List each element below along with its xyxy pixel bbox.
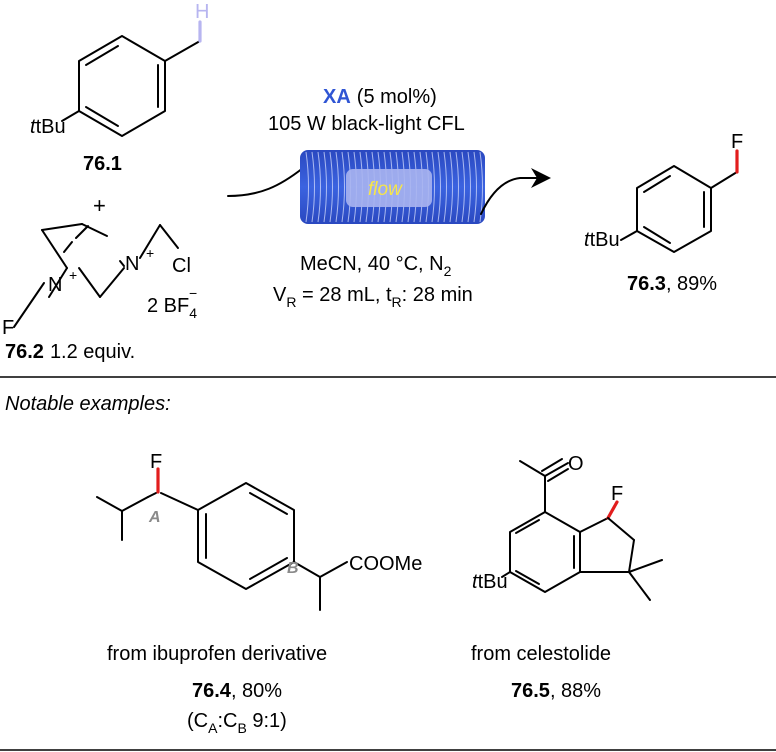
- ex1-f-label: F: [150, 451, 162, 473]
- plus-sign: +: [93, 193, 106, 218]
- ex1-label-a: A: [148, 509, 161, 526]
- compound-id-76-1: 76.1: [83, 153, 122, 175]
- reagent-f-label: F: [2, 317, 14, 339]
- coil-winding: [479, 151, 483, 223]
- light-source-line: 105 W black-light CFL: [268, 113, 465, 135]
- reactor-window: [346, 169, 432, 207]
- counterion-label: 2 BF4−: [147, 285, 197, 321]
- reagent-n1-label: N: [48, 274, 62, 296]
- product-id-yield: 76.3, 89%: [627, 273, 717, 295]
- volume-time-line: VR = 28 mL, tR: 28 min: [273, 284, 473, 310]
- reagent-76-2-structure: [13, 223, 179, 328]
- reaction-arrow: [480, 168, 551, 215]
- ex2-id-yield: 76.5, 88%: [511, 680, 601, 702]
- ex1-id-yield: 76.4, 80%: [192, 680, 282, 702]
- catalyst-line: XA(5 mol%): [323, 86, 437, 108]
- coil-winding: [341, 151, 345, 223]
- coil-winding: [431, 151, 435, 223]
- example-76-4-structure: [96, 467, 348, 611]
- reagent-n1-charge: +: [69, 267, 77, 283]
- hydrogen-label: H: [195, 1, 209, 23]
- ex1-label-b: B: [287, 560, 299, 577]
- c-f-bond-highlight-2: [606, 500, 619, 520]
- product-f-label: F: [731, 131, 743, 153]
- coil-winding: [455, 151, 459, 223]
- tbu-label-76-1: ttBu: [30, 116, 66, 138]
- ex2-source: from celestolide: [471, 643, 611, 665]
- solvent-line: MeCN, 40 °C, N2: [300, 253, 452, 279]
- ex1-ratio: (CA:CB 9:1): [187, 710, 287, 736]
- ex2-f-label: F: [611, 483, 623, 505]
- coil-winding: [461, 151, 465, 223]
- coil-winding: [467, 151, 471, 223]
- inlet-tube: [227, 167, 304, 197]
- coil-winding: [437, 151, 441, 223]
- coil-winding: [449, 151, 453, 223]
- reagent-cl-label: Cl: [172, 255, 191, 277]
- reagent-n2-charge: +: [146, 245, 154, 261]
- tbu-label-76-5: ttBu: [472, 571, 508, 593]
- coil-winding: [335, 151, 339, 223]
- example-76-5-structure: [501, 458, 663, 601]
- coil-winding: [305, 151, 309, 223]
- notable-examples-heading: Notable examples:: [5, 393, 171, 415]
- coil-winding: [443, 151, 447, 223]
- tbu-label-76-3: ttBu: [584, 229, 620, 251]
- coil-winding: [317, 151, 321, 223]
- substrate-76-1-structure: [61, 20, 202, 137]
- flow-label: flow: [368, 179, 403, 200]
- coil-winding: [311, 151, 315, 223]
- reagent-n2-label: N: [125, 253, 139, 275]
- coil-winding: [329, 151, 333, 223]
- ex1-ester-label: COOMe: [349, 553, 422, 575]
- product-76-3-structure: [620, 149, 739, 253]
- ex1-source: from ibuprofen derivative: [107, 643, 327, 665]
- coil-winding: [323, 151, 327, 223]
- ex2-o-label: O: [568, 453, 584, 475]
- coil-winding: [473, 151, 477, 223]
- flow-reactor-coil: [300, 150, 485, 224]
